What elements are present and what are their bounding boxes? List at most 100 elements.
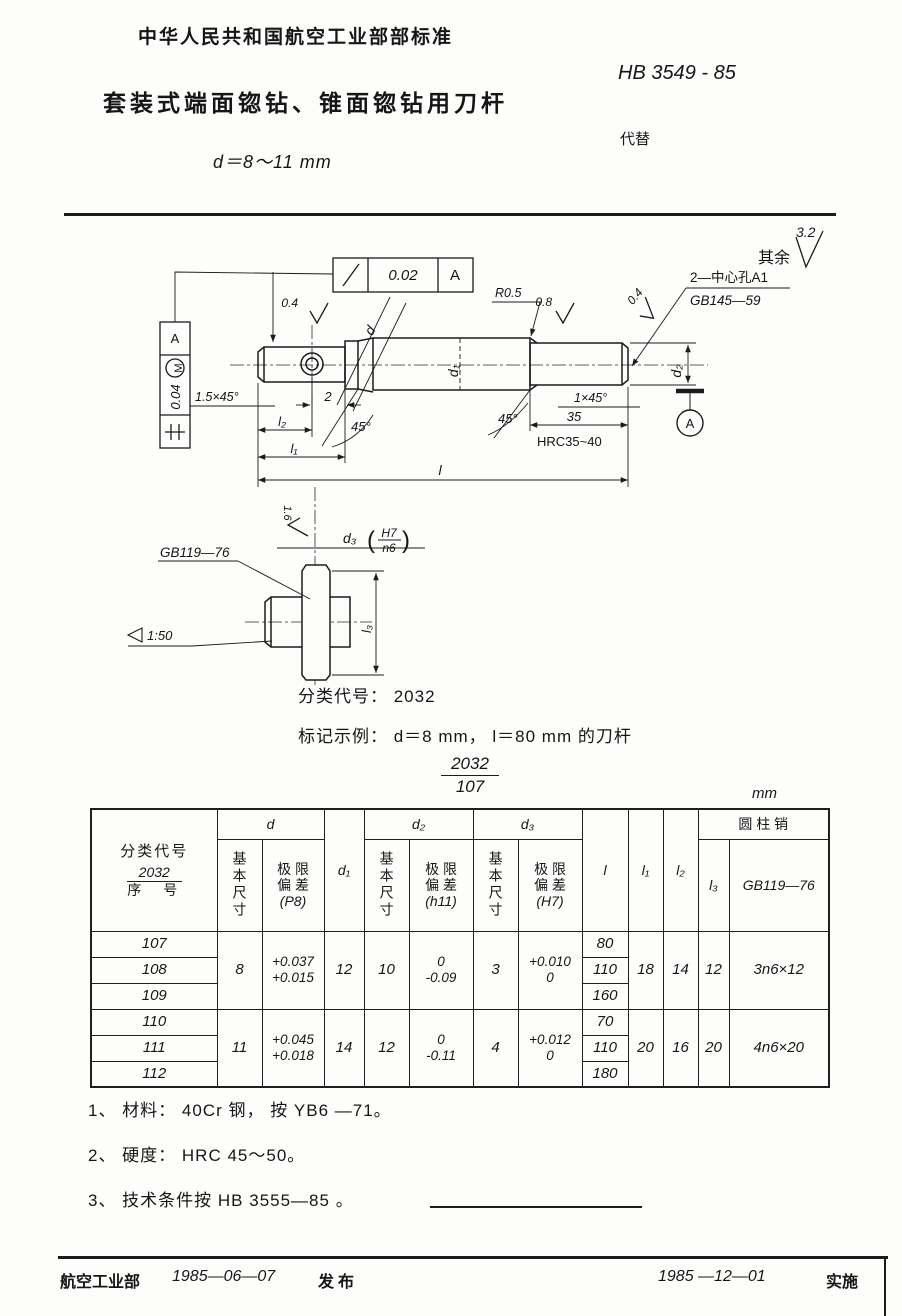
header-d1: d₁ <box>323 808 365 932</box>
designation-numerator: 2032 <box>441 754 499 776</box>
footer-org: 航空工业部 <box>60 1274 141 1291</box>
dim-d1-label: d₁ <box>445 364 461 377</box>
footer-issue-label: 发布 <box>318 1274 359 1291</box>
header-l: l <box>581 808 629 932</box>
table-row: 112 180 <box>90 1060 829 1088</box>
serial-cell: 111 <box>90 1034 218 1062</box>
header-l1: l₁ <box>627 808 664 932</box>
d2-dev-cell: 0-0.11 <box>408 1008 474 1088</box>
datum-a-symbol: A <box>676 388 704 437</box>
dim-l3-label: l₃ <box>359 625 374 633</box>
pin-standard-label: GB119—76 <box>160 545 230 560</box>
d-dev-cell: +0.037+0.015 <box>261 930 325 1010</box>
pin-cell: 3n6×12 <box>728 930 830 1010</box>
runout-tolerance-frame: 0.02 A <box>332 257 474 293</box>
rest-roughness-value: 3.2 <box>796 225 816 240</box>
standard-number: HB 3549 - 85 <box>618 62 736 84</box>
pin-cell: 4n6×20 <box>728 1008 830 1088</box>
classification-code-line: 分类代号： 2032 <box>298 687 436 706</box>
dim-35-label: 35 <box>567 409 582 424</box>
roughness-body-value: 0.8 <box>535 295 552 309</box>
runout-datum: A <box>450 267 460 284</box>
header-d2-basic: 基本尺寸 <box>363 838 410 932</box>
symmetry-tolerance-frame: A M 0.04 <box>159 321 191 449</box>
size-range-subtitle: d＝8～11 mm <box>213 152 332 172</box>
header-d3-dev: 极 限 偏 差 (H7) <box>517 838 583 932</box>
rest-roughness-label: 其余 <box>758 248 790 267</box>
engineering-drawing: d d₁ 0.02 A <box>126 225 824 687</box>
header-classification-title: 分类代号 <box>120 842 189 860</box>
pin-detail-view: d₃ ( H7 n6 ) 1.6 GB119—76 1:50 l₃ <box>126 505 425 681</box>
designation-fraction: 2032 107 <box>420 754 520 797</box>
header-d2-dev: 极 限 偏 差 (h11) <box>408 838 474 932</box>
footer-effective-date: 1985 —12—01 <box>658 1268 766 1285</box>
designation-denominator: 107 <box>455 777 485 796</box>
l-cell: 80 <box>581 930 629 958</box>
dimension-table: 分类代号 2032 序 号 d d₁ d₂ d₃ l l₁ l₂ 圆 柱 销 基… <box>90 808 831 1088</box>
header-d-group: d <box>216 808 325 840</box>
header-d2-group: d₂ <box>363 808 474 840</box>
d3-fit-top: H7 <box>381 526 398 540</box>
header-d-basic: 基本尺寸 <box>216 838 263 932</box>
serial-cell: 107 <box>90 930 218 958</box>
angle-right-label: 45° <box>498 411 518 426</box>
l-cell: 180 <box>581 1060 629 1088</box>
d-dev-cell: +0.045+0.018 <box>261 1008 325 1088</box>
header-classification-frac-bottom: 序 号 <box>127 881 182 898</box>
document-title: 套装式端面锪钻、锥面锪钻用刀杆 <box>103 90 508 116</box>
d2-dev-cell: 0-0.09 <box>408 930 474 1010</box>
table-row: 108 110 <box>90 956 829 984</box>
angle-left-label: 45° <box>351 419 371 434</box>
table-row: 109 160 <box>90 982 829 1010</box>
note-3: 3、 技术条件按 HB 3555—85 。 <box>88 1191 354 1210</box>
dim-l-label: l <box>438 462 442 478</box>
roughness-marks <box>286 230 824 537</box>
chamfer-left-label: 1.5×45° <box>195 390 239 404</box>
taper-label: 1:50 <box>147 628 173 643</box>
serial-cell: 108 <box>90 956 218 984</box>
l-cell: 70 <box>581 1008 629 1036</box>
dim-l1-label: l₁ <box>291 441 298 456</box>
note-2: 2、 硬度： HRC 45～50。 <box>88 1146 306 1165</box>
dimension-lines <box>258 345 691 483</box>
serial-cell: 109 <box>90 982 218 1010</box>
fillet-leader <box>530 301 541 337</box>
note-1: 1、 材料： 40Cr 钢， 按 YB6 —71。 <box>88 1101 392 1120</box>
roughness-end-value: 0.4 <box>624 285 646 307</box>
dim-l2-label: l₂ <box>278 414 286 429</box>
header-classification-frac-top: 2032 <box>126 864 182 882</box>
footer-rule <box>58 1256 888 1259</box>
d3-fit-bottom: n6 <box>382 541 396 555</box>
shaft-profile <box>257 337 629 393</box>
center-hole-line1: 2—中心孔A1 <box>690 270 768 285</box>
serial-cell: 112 <box>90 1060 218 1088</box>
l-cell: 110 <box>581 956 629 984</box>
hardness-local-label: HRC35~40 <box>537 434 602 449</box>
header-l2: l₂ <box>662 808 699 932</box>
l-cell: 110 <box>581 1034 629 1062</box>
header-classification-cell: 分类代号 2032 序 号 <box>90 808 218 932</box>
footer-effective-label: 实施 <box>826 1274 859 1291</box>
header-pin-std: GB119—76 <box>728 838 830 932</box>
notes-underline <box>430 1206 642 1208</box>
chamfer-right-label: 1×45° <box>574 391 607 405</box>
d3-paren-close: ) <box>402 527 410 554</box>
center-hole-note: 2—中心孔A1 GB145—59 <box>631 270 790 367</box>
symmetry-datum: A <box>171 331 180 346</box>
detail-d3-label: d₃ <box>343 530 357 546</box>
fillet-radius-label: R0.5 <box>495 286 521 300</box>
standard-org-title: 中华人民共和国航空工业部部标准 <box>138 27 454 48</box>
header-d3-group: d₃ <box>472 808 583 840</box>
runout-value: 0.02 <box>388 267 418 284</box>
serial-cell: 110 <box>90 1008 218 1036</box>
detail-roughness-value: 1.6 <box>281 505 293 521</box>
header-pin-group: 圆 柱 销 <box>697 808 830 840</box>
d3-paren-open: ( <box>367 527 375 554</box>
material-modifier: M <box>173 363 185 372</box>
footer-issue-date: 1985—06—07 <box>172 1268 276 1285</box>
roughness-hole-value: 0.4 <box>281 296 298 310</box>
center-hole-line2: GB145—59 <box>690 293 761 308</box>
unit-label: mm <box>752 785 777 802</box>
symmetry-value: 0.04 <box>168 384 183 409</box>
